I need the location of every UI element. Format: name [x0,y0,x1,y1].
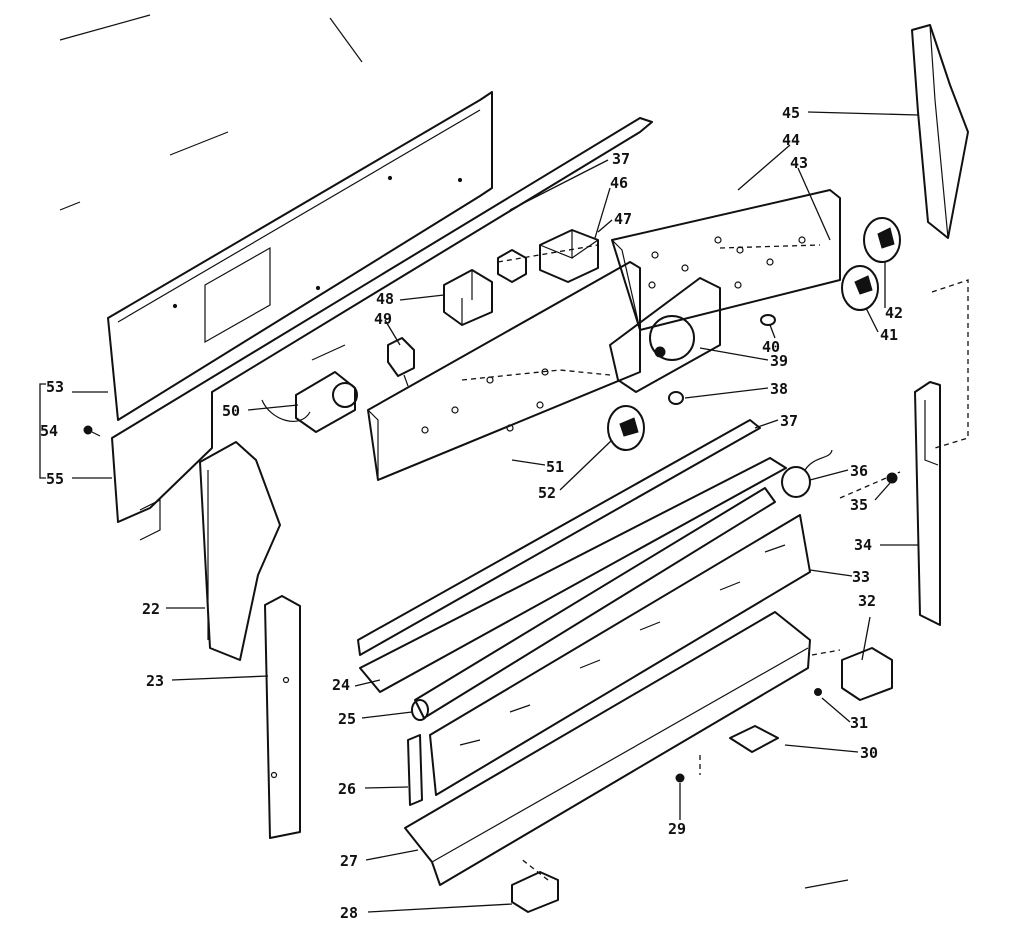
label-32: 32 [858,592,876,610]
label-52: 52 [538,484,556,502]
label-37-lower: 37 [780,412,798,430]
label-37-upper: 37 [612,150,630,168]
label-53: 53 [46,378,64,396]
part-38-knob [668,391,684,405]
part-23-bracket [264,595,301,839]
label-24: 24 [332,676,350,694]
label-33: 33 [852,568,870,586]
part-48-relay [443,269,493,326]
callout-bracket-53-55 [39,383,46,479]
label-43: 43 [790,154,808,172]
label-50: 50 [222,402,240,420]
label-25: 25 [338,710,356,728]
leader-lines [72,111,919,913]
part-54-screw [83,425,101,437]
part-26-end-bracket [407,734,423,806]
part-25-lamp-tube [411,487,776,721]
label-31: 31 [850,714,868,732]
part-32-terminal [841,647,893,701]
label-49: 49 [374,310,392,328]
part-37-trim [357,419,761,656]
part-42-knob [863,217,901,263]
part-52-knob [607,405,645,451]
part-43-44-control-panel [611,189,841,331]
label-28: 28 [340,904,358,922]
label-36: 36 [850,462,868,480]
label-23: 23 [146,672,164,690]
part-30-bracket [729,725,779,753]
part-36-lamp-socket [781,449,833,498]
label-54: 54 [40,422,58,440]
label-51: 51 [546,458,564,476]
part-49-switch [387,337,415,387]
label-41: 41 [880,326,898,344]
part-28-terminal-block [511,871,559,913]
part-33-lens [429,514,811,796]
label-42: 42 [885,304,903,322]
part-53-rear-panel [107,91,493,421]
part-29-screw [675,773,685,783]
part-41-knob [841,265,879,311]
label-34: 34 [854,536,872,554]
part-45-end-bracket [911,24,969,239]
label-22: 22 [142,600,160,618]
label-45: 45 [782,104,800,122]
label-47: 47 [614,210,632,228]
label-55: 55 [46,470,64,488]
label-30: 30 [860,744,878,762]
part-27-channel [404,611,811,886]
part-50-motor [261,344,358,433]
label-35: 35 [850,496,868,514]
label-39: 39 [770,352,788,370]
label-44: 44 [782,131,800,149]
part-55-back-plate [111,117,653,541]
stray-marks [59,14,849,889]
part-51-control-panel [367,261,641,481]
label-27: 27 [340,852,358,870]
part-35-screw [886,472,898,484]
part-47-relay [539,229,599,283]
part-number-labels: 53 54 55 22 23 24 25 26 27 28 29 30 31 3… [40,104,903,922]
label-29: 29 [668,820,686,838]
label-26: 26 [338,780,356,798]
label-38: 38 [770,380,788,398]
part-46-switch [497,249,527,283]
label-40: 40 [762,338,780,356]
part-22-end-panel [199,441,281,661]
label-46: 46 [610,174,628,192]
part-39-timer [609,277,721,393]
part-40-knob [760,314,776,326]
part-34-end-cap [914,381,941,626]
label-48: 48 [376,290,394,308]
part-24-reflector [359,457,787,693]
part-31-screw [814,688,822,696]
